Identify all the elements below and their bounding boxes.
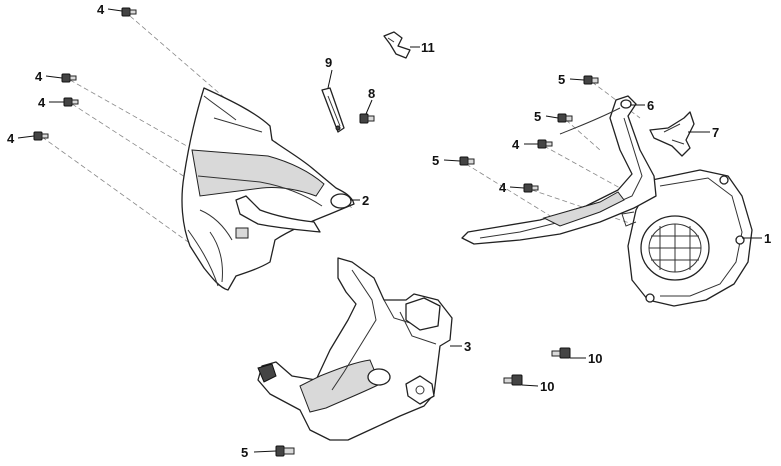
fan-grille	[648, 223, 702, 273]
callout-4: 4	[38, 95, 46, 110]
bolt-5c	[459, 156, 475, 166]
callout-5: 5	[534, 109, 541, 124]
part-3-lower-cover	[257, 257, 453, 441]
bolt-4b	[61, 73, 77, 83]
callout-4: 4	[35, 69, 43, 84]
callout-3: 3	[464, 339, 471, 354]
bolt-4d	[33, 131, 49, 141]
part-9-strap	[321, 87, 345, 133]
callout-5: 5	[241, 445, 248, 460]
callout-6: 6	[647, 98, 654, 113]
part-7-clip	[649, 111, 695, 157]
bolt-4c	[63, 97, 79, 107]
callout-11: 11	[421, 40, 435, 55]
bolt-10a	[551, 347, 571, 359]
callout-2: 2	[362, 193, 369, 208]
callout-labels: 4 11 4 9 4 8 5 6 4 5 7 4 5 2 4 1 3 10 10…	[7, 2, 771, 460]
bolt-5b	[557, 113, 573, 123]
part-2-upper-cover	[181, 87, 355, 291]
callout-8: 8	[368, 86, 375, 101]
callout-4: 4	[7, 131, 15, 146]
callout-5: 5	[558, 72, 565, 87]
part-1-fan-shroud	[621, 169, 753, 307]
callout-5: 5	[432, 153, 439, 168]
bolt-4e	[537, 139, 553, 149]
bolt-8	[359, 113, 375, 124]
callout-4: 4	[97, 2, 105, 17]
bolt-4a	[121, 7, 137, 17]
callout-4: 4	[512, 137, 520, 152]
bolt-10b	[503, 374, 523, 386]
bolt-5a	[583, 75, 599, 85]
leader-lines	[17, 8, 762, 453]
callout-1: 1	[764, 231, 771, 246]
part-6-bracket-arm	[461, 95, 657, 245]
callout-7: 7	[712, 125, 719, 140]
callout-4: 4	[499, 180, 507, 195]
bolt-4f	[523, 183, 539, 193]
bolt-5d	[275, 445, 295, 457]
part-11-clamp	[383, 31, 411, 59]
callout-10: 10	[588, 351, 602, 366]
callout-9: 9	[325, 55, 332, 70]
callout-10: 10	[540, 379, 554, 394]
